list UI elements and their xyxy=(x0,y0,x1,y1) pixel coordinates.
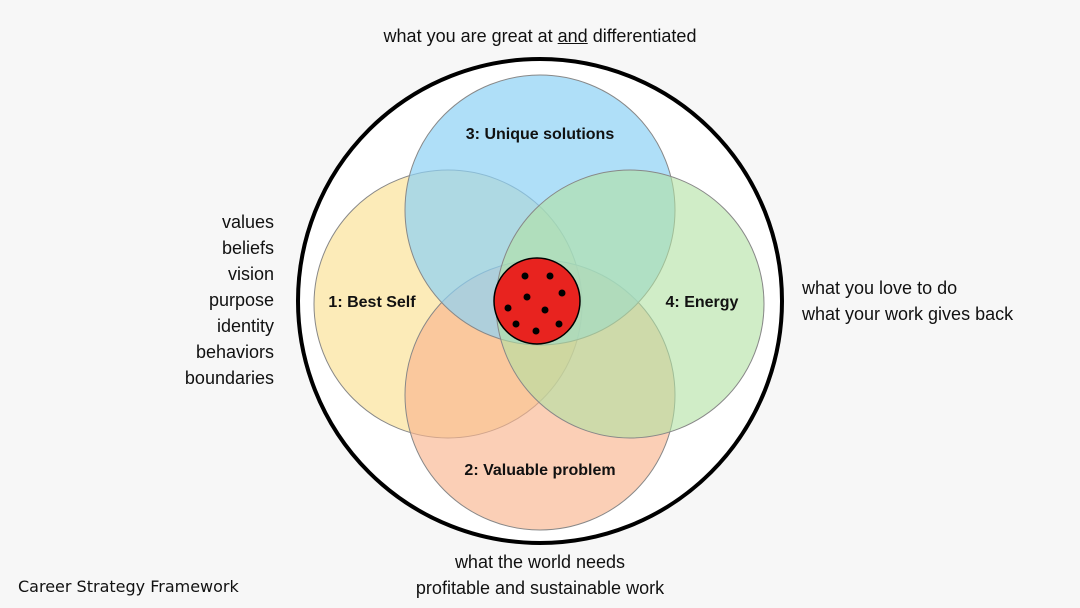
dot xyxy=(532,327,540,335)
valuable-problem-label: 2: Valuable problem xyxy=(464,462,615,479)
dot xyxy=(512,320,520,328)
top-label: what you are great at and differentiated xyxy=(0,23,1080,49)
dot xyxy=(546,272,554,280)
dot xyxy=(523,293,531,301)
footer-caption: Career Strategy Framework xyxy=(18,577,239,596)
left-list-item: beliefs xyxy=(221,238,274,258)
left-list-item: behaviors xyxy=(195,342,274,362)
right-list-item: what you love to do xyxy=(802,278,958,298)
left-list: values beliefs vision purpose identity b… xyxy=(185,209,274,391)
top-label-emphasis: and xyxy=(557,26,588,46)
left-list-item: identity xyxy=(216,316,274,336)
bottom-list-item: what the world needs xyxy=(454,552,626,572)
top-label-suffix: differentiated xyxy=(587,26,697,46)
energy-label: 4: Energy xyxy=(666,294,739,311)
best-self-label: 1: Best Self xyxy=(328,294,416,311)
dot xyxy=(555,320,563,328)
dot xyxy=(558,289,566,297)
left-list-item: boundaries xyxy=(184,368,274,388)
dot xyxy=(504,304,512,312)
unique-solutions-label: 3: Unique solutions xyxy=(466,126,615,143)
dot xyxy=(541,306,549,314)
right-list: what you love to do what your work gives… xyxy=(802,275,1013,327)
left-list-item: purpose xyxy=(208,290,274,310)
left-list-item: values xyxy=(221,212,274,232)
bottom-list-item: profitable and sustainable work xyxy=(415,578,665,598)
dot xyxy=(521,272,529,280)
right-list-item: what your work gives back xyxy=(802,304,1014,324)
left-list-item: vision xyxy=(227,264,274,284)
top-label-prefix: what you are great at xyxy=(383,26,558,46)
center-dots xyxy=(504,272,566,335)
bottom-list: what the world needs profitable and sust… xyxy=(0,549,1080,601)
